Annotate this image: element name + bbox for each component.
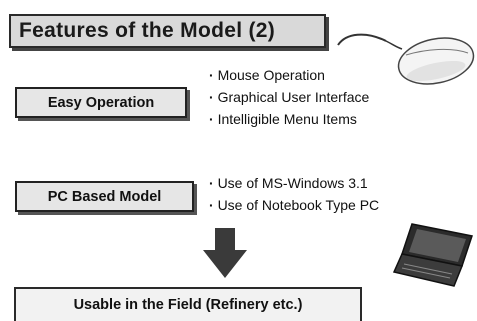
pc-based-model-label: PC Based Model (15, 181, 194, 212)
list-item: Mouse Operation (209, 64, 369, 86)
list-item: Use of Notebook Type PC (209, 194, 380, 216)
page-title: Features of the Model (2) (19, 19, 276, 42)
down-arrow-icon (203, 228, 247, 278)
easy-operation-label: Easy Operation (15, 87, 187, 118)
list-item: Graphical User Interface (209, 86, 370, 108)
laptop-icon (392, 223, 473, 287)
list-item: Intelligible Menu Items (209, 108, 369, 130)
list-item: Use of MS-Windows 3.1 (209, 172, 379, 194)
easy-operation-list: Mouse Operation Graphical User Interface… (209, 64, 370, 130)
result-box: Usable in the Field (Refinery etc.) (14, 287, 362, 321)
pc-based-model-list: Use of MS-Windows 3.1 Use of Notebook Ty… (209, 172, 380, 216)
mouse-icon (337, 33, 475, 85)
title-box: Features of the Model (2) (9, 14, 326, 48)
